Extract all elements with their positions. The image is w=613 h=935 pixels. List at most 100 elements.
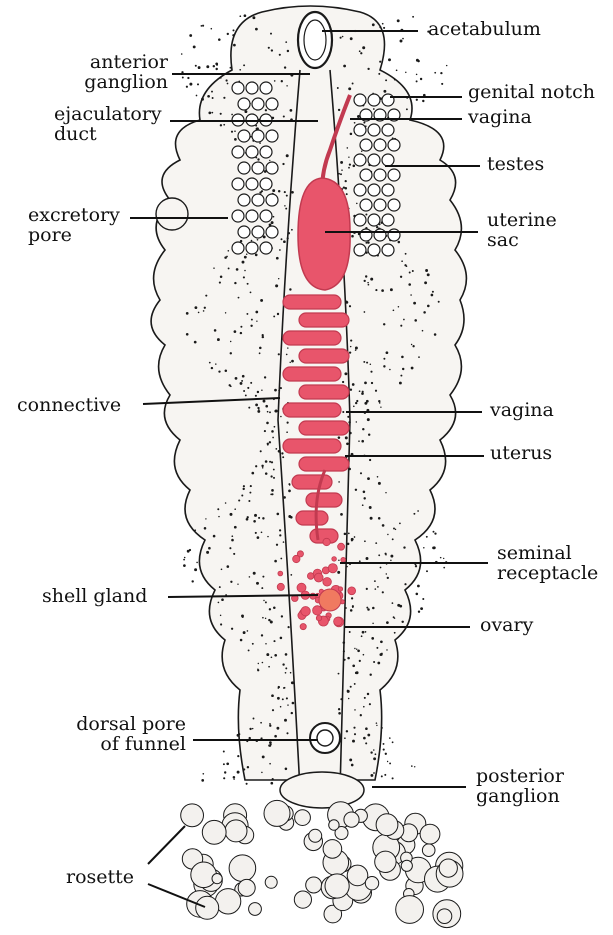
stipple-dot: [198, 312, 200, 314]
stipple-dot: [284, 191, 286, 193]
stipple-dot: [350, 37, 353, 40]
stipple-dot: [348, 156, 349, 157]
stipple-dot: [353, 165, 356, 168]
stipple-dot: [239, 15, 241, 17]
testis-follicle: [246, 146, 258, 158]
stipple-dot: [271, 489, 274, 492]
stipple-dot: [275, 448, 277, 450]
rosette-lobe: [225, 820, 247, 842]
stipple-dot: [380, 653, 383, 656]
testis-follicle: [232, 146, 244, 158]
stipple-dot: [353, 727, 355, 729]
stipple-dot: [208, 112, 211, 115]
stipple-dot: [390, 560, 391, 561]
stipple-dot: [247, 516, 249, 518]
stipple-dot: [350, 346, 351, 347]
stipple-dot: [211, 28, 213, 30]
testis-follicle: [374, 139, 386, 151]
stipple-dot: [267, 444, 269, 446]
stipple-dot: [367, 734, 370, 737]
stipple-dot: [427, 305, 430, 308]
stipple-dot: [363, 491, 366, 494]
stipple-dot: [230, 67, 232, 69]
rosette-lobe: [420, 824, 440, 844]
stipple-dot: [281, 238, 283, 240]
stipple-dot: [346, 443, 349, 446]
stipple-dot: [369, 506, 372, 509]
testis-follicle: [266, 98, 278, 110]
stipple-dot: [280, 416, 282, 418]
stipple-dot: [376, 226, 378, 228]
stipple-dot: [412, 16, 414, 18]
stipple-dot: [236, 268, 239, 271]
stipple-dot: [186, 333, 189, 336]
stipple-dot: [223, 763, 225, 765]
stipple-dot: [372, 23, 375, 26]
stipple-dot: [221, 598, 224, 601]
stipple-dot: [271, 461, 273, 463]
stipple-dot: [363, 706, 365, 708]
label-excretory-pore: excretory pore: [28, 205, 120, 245]
stipple-dot: [228, 250, 230, 252]
stipple-dot: [234, 526, 237, 529]
stipple-dot: [276, 544, 278, 546]
stipple-dot: [349, 758, 352, 761]
stipple-dot: [375, 390, 377, 392]
stipple-dot: [364, 540, 366, 542]
stipple-dot: [227, 83, 229, 85]
stipple-dot: [350, 340, 352, 342]
stipple-dot: [202, 25, 204, 27]
testis-follicle: [354, 214, 366, 226]
stipple-dot: [351, 539, 353, 541]
stipple-dot: [246, 253, 247, 254]
stipple-dot: [255, 395, 257, 397]
stipple-dot: [411, 344, 412, 345]
stipple-dot: [378, 73, 380, 75]
stipple-dot: [259, 352, 261, 354]
stipple-dot: [427, 273, 430, 276]
stipple-dot: [287, 347, 288, 348]
stipple-dot: [225, 502, 227, 504]
stipple-dot: [370, 371, 372, 373]
stipple-dot: [416, 99, 418, 101]
stipple-dot: [286, 154, 289, 157]
stipple-dot: [291, 191, 294, 194]
stipple-dot: [278, 278, 279, 279]
stipple-dot: [370, 674, 372, 676]
stipple-dot: [379, 26, 381, 28]
stipple-dot: [285, 41, 287, 43]
stipple-dot: [349, 305, 351, 307]
stipple-dot: [268, 666, 270, 668]
stipple-dot: [237, 734, 240, 737]
stipple-dot: [343, 65, 346, 68]
stipple-dot: [205, 295, 207, 297]
stipple-dot: [352, 664, 355, 667]
excretory-pore-bump: [156, 198, 188, 230]
gland-lobe: [293, 555, 300, 562]
stipple-dot: [342, 36, 344, 38]
stipple-dot: [276, 257, 279, 260]
stipple-dot: [182, 77, 184, 79]
stipple-dot: [184, 557, 186, 559]
stipple-dot: [434, 72, 436, 74]
stipple-dot: [218, 370, 220, 372]
stipple-dot: [418, 611, 420, 613]
stipple-dot: [383, 358, 385, 360]
label-testes: testes: [487, 154, 544, 174]
stipple-dot: [274, 560, 277, 563]
stipple-dot: [265, 643, 267, 645]
stipple-dot: [280, 637, 283, 640]
stipple-dot: [354, 709, 356, 711]
stipple-dot: [393, 309, 395, 311]
stipple-dot: [352, 83, 354, 85]
stipple-dot: [265, 618, 266, 619]
stipple-dot: [263, 400, 266, 403]
testis-follicle: [354, 184, 366, 196]
stipple-dot: [252, 643, 254, 645]
stipple-dot: [215, 68, 217, 70]
stipple-dot: [234, 282, 236, 284]
stipple-dot: [205, 518, 206, 519]
stipple-dot: [267, 536, 268, 537]
stipple-dot: [278, 190, 280, 192]
stipple-dot: [338, 673, 340, 675]
